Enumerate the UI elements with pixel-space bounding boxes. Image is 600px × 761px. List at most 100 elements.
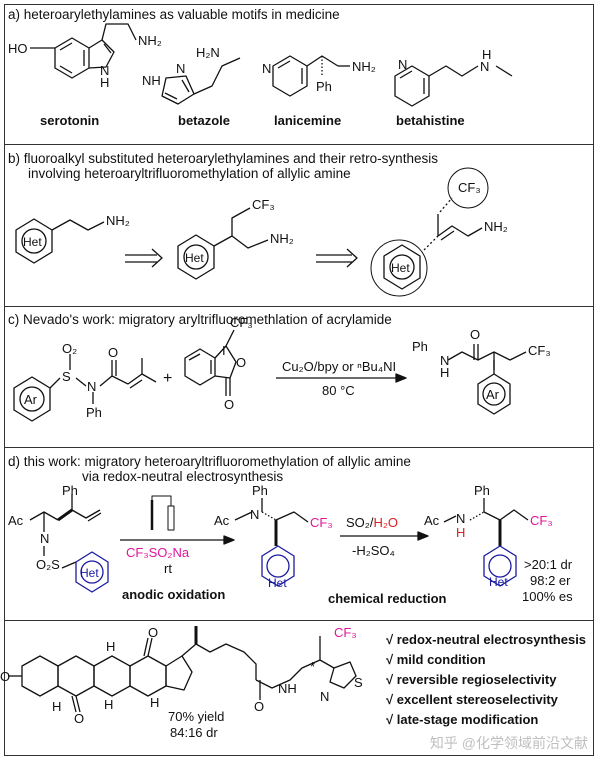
het-ethylamine-structure [15,218,105,264]
product-n: N [440,353,450,368]
amide-o-e: O [254,699,265,714]
amide-o: O [108,345,119,360]
substrate-het: Het [80,566,99,580]
steroid-h-3: H [150,695,160,710]
reagent-c: Cu₂O/bpy or ⁿBu₄NI [282,359,397,374]
lanicemine-structure [272,55,350,97]
substrate-ac: Ac [8,513,24,528]
name-serotonin: serotonin [40,113,100,128]
product-d-h: H [456,525,466,540]
cf3-label-2: CF₃ [252,197,275,212]
betazole-h2n: H₂N [196,45,220,60]
allylic-amine-substrate [29,494,109,593]
intermediate-n: N [250,507,260,522]
betahistine-h: H [482,47,492,62]
watermark: 知乎 @化学领域前沿文献 [429,735,588,751]
selectivity-es: 100% es [522,589,573,604]
sulfonyl-s: S [62,369,71,384]
feature-bullet-4: √ excellent stereoselectivity [386,692,558,707]
feature-bullet-5: √ late-stage modification [386,712,539,727]
final-product-d [443,498,529,587]
step-anodic-oxidation: anodic oxidation [122,587,226,602]
betahistine-n: N [480,59,490,74]
substrate-o2s: O₂S [36,557,60,572]
product-cf3: CF₃ [528,343,551,358]
lanicemine-nh2: NH₂ [352,59,376,74]
cf3-e: CF₃ [334,625,357,640]
so2-text: SO₂/H₂O [346,515,398,530]
stereocenter-star: * [310,659,316,674]
cf3-label-3: CF₃ [458,180,481,195]
betazole-structure [161,57,241,105]
product-o: O [470,327,481,342]
step-chemical-reduction: chemical reduction [328,591,447,606]
togni-o-carbonyl: O [224,397,235,412]
feature-bullet-1: √ redox-neutral electrosynthesis [386,632,587,647]
so2-part: SO₂/ [346,515,374,530]
header-b-line2: involving heteroaryltrifluoromethylation… [28,166,351,181]
lanicemine-ph: Ph [316,79,332,94]
steroid-o-left: O [0,669,11,684]
serotonin-nh2: NH₂ [138,33,162,48]
header-b-line1: b) fluoroalkyl substituted heteroaryleth… [8,151,438,166]
betazole-n: N [176,61,186,76]
reagent-rt: rt [164,561,172,576]
amide-nh-e: NH [278,681,297,696]
electrolysis-cell-icon [120,495,235,545]
name-lanicemine: lanicemine [274,113,342,128]
lanicemine-n: N [262,61,272,76]
yield-e: 70% yield [168,709,225,724]
temperature-c: 80 °C [322,383,355,398]
intermediate-ph: Ph [252,483,268,498]
substrate-n: N [40,531,50,546]
intermediate-ac: Ac [214,513,230,528]
product-d-n: N [456,511,466,526]
amine-label-2: NH₂ [270,231,294,246]
acrylamide-structure [13,354,157,422]
reduction-bottom: -H₂SO₄ [352,543,395,558]
sulfonyl-o2: O₂ [62,341,78,356]
amide-ph: Ph [86,405,102,420]
allylic-amine-disconnection [370,167,489,297]
steroid-conjugate-structure [8,626,357,713]
steroid-o-bottom: O [74,711,85,726]
serotonin-nh: H [100,75,110,90]
serotonin-ho: HO [8,41,28,56]
het-label-3: Het [391,261,410,275]
product-h: H [440,365,450,380]
name-betazole: betazole [178,113,231,128]
intermediate-cf3: CF₃ [310,515,333,530]
togni-cf3: CF₃ [230,315,253,330]
thiazole-s: S [354,675,363,690]
thiazole-n: N [320,689,330,704]
intermediate-het: Het [268,576,287,590]
product-ar: Ar [486,387,499,402]
betazole-hn: NH [142,73,161,88]
steroid-o-top: O [148,625,159,640]
header-d-line2: via redox-neutral electrosynthesis [82,469,284,484]
selectivity-er: 98:2 er [530,573,571,588]
steroid-h-2: H [104,697,114,712]
name-betahistine: betahistine [396,113,465,128]
separator-d-e [4,620,594,621]
serotonin-n: N [100,63,110,78]
radical-intermediate [234,498,309,587]
feature-bullet-2: √ mild condition [386,652,486,667]
dr-e: 84:16 dr [170,725,218,740]
plus-sign: + [163,370,173,387]
betahistine-structure [394,65,513,107]
h2o-part: H₂O [373,515,398,530]
header-c: c) Nevado's work: migratory aryltrifluor… [8,312,392,327]
separator-a-b [4,144,594,145]
cf3-het-ethylamine-structure [177,207,269,280]
serotonin-structure [30,23,137,79]
steroid-h-1: H [106,639,116,654]
ar-label-1: Ar [24,392,37,407]
product-d-cf3: CF₃ [530,513,553,528]
substrate-ph: Ph [62,483,78,498]
reagent-cf3so2na: CF₃SO₂Na [126,545,190,560]
nevado-product-structure [447,344,527,415]
togni-i: I [222,343,226,358]
